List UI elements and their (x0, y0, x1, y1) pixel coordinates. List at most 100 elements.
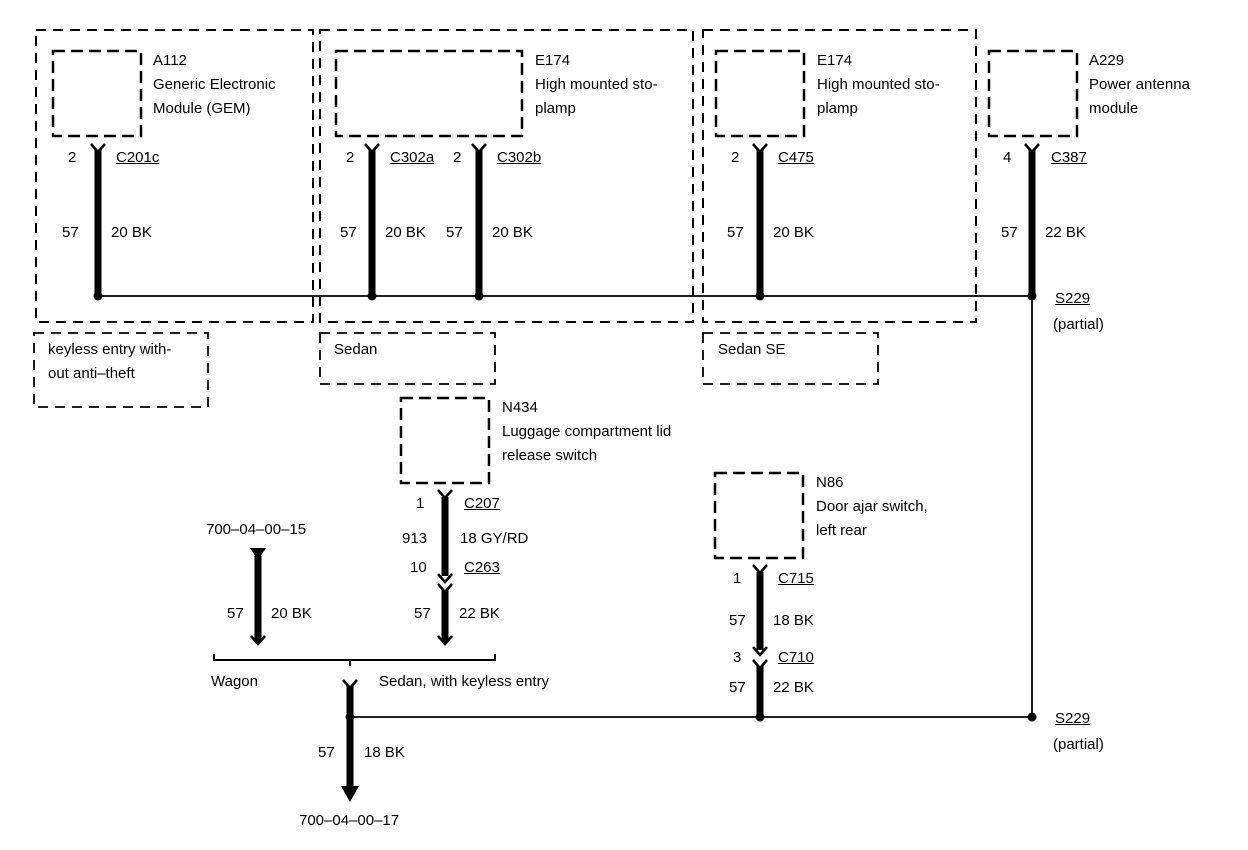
option-boundary-sedan-se (702, 29, 977, 323)
splice-dot (1027, 291, 1037, 301)
module-label-a112: A112 Generic Electronic Module (GEM) (153, 49, 276, 121)
connector-chevron (1024, 143, 1040, 154)
wire-spec: 20 BK (385, 224, 426, 241)
module-box-n86 (713, 471, 805, 560)
pin-number: 2 (68, 149, 77, 166)
module-id: N86 (816, 474, 844, 491)
connector-id: C302a (390, 149, 435, 166)
pin-number: 1 (733, 570, 742, 587)
option-label-wagon: Wagon (211, 673, 258, 690)
module-box-e174-sedan (334, 49, 524, 138)
option-line2: out anti–theft (48, 365, 135, 382)
option-box-keyless (33, 332, 209, 408)
connector-chevron (752, 143, 768, 154)
splice-label-bottom: S229 (1055, 710, 1091, 727)
circuit-number: 57 (729, 612, 746, 629)
circuit-number: 57 (227, 605, 244, 622)
option-label-sedan-keyless: Sedan, with keyless entry (379, 673, 550, 690)
connector-chevron (342, 679, 358, 690)
option-bracket (213, 654, 496, 666)
pin-number: 2 (346, 149, 355, 166)
pin-number: 3 (733, 649, 742, 666)
connector-id: C302b (497, 149, 542, 166)
module-label-e174-se: E174 High mounted sto- plamp (817, 49, 940, 121)
junction-dot (474, 291, 484, 301)
module-label-n434: N434 Luggage compartment lid release swi… (502, 396, 671, 468)
module-label-n86: N86 Door ajar switch, left rear (816, 471, 928, 543)
option-label-sedan-se: Sedan SE (718, 341, 786, 358)
connector-chevron (752, 646, 768, 657)
option-line1: keyless entry with- (48, 341, 172, 358)
wire-spec: 20 BK (271, 605, 312, 622)
module-desc-line2: plamp (817, 100, 858, 117)
wire-spec: 22 BK (459, 605, 500, 622)
circuit-number: 913 (402, 530, 428, 547)
connector-chevron (437, 635, 453, 646)
splice-note-bottom: (partial) (1053, 736, 1104, 753)
connector-id: C263 (464, 559, 500, 576)
connector-chevron (752, 659, 768, 670)
option-box-sedan (319, 332, 496, 385)
pin-number: 10 (410, 559, 427, 576)
connector-chevron (437, 573, 453, 584)
module-id: N434 (502, 399, 538, 416)
splice-dot (1027, 712, 1037, 722)
junction-dot (755, 712, 765, 722)
module-box-a112 (51, 49, 143, 138)
module-id: A229 (1089, 52, 1125, 69)
junction-dot (345, 712, 355, 722)
module-desc-line2: release switch (502, 447, 598, 464)
option-boundary-sedan (319, 29, 694, 323)
option-label-sedan: Sedan (334, 341, 378, 358)
connector-id: C201c (116, 149, 160, 166)
junction-dot (93, 291, 103, 301)
module-desc-line1: Generic Electronic (153, 76, 276, 93)
module-desc-line1: Luggage compartment lid (502, 423, 672, 440)
circuit-number: 57 (318, 744, 335, 761)
module-id: A112 (153, 52, 187, 69)
module-desc-line1: High mounted sto- (817, 76, 940, 93)
connector-id: C387 (1051, 149, 1087, 166)
output-arrow (341, 786, 359, 802)
output-reference: 700–04–00–17 (299, 812, 400, 829)
connector-chevron (250, 635, 266, 646)
option-label-keyless: keyless entry with- out anti–theft (48, 338, 171, 386)
connector-chevron (437, 489, 453, 500)
module-desc-line2: Module (GEM) (153, 100, 251, 117)
pin-number: 1 (416, 495, 425, 512)
connector-chevron (90, 143, 106, 154)
splice-label-top: S229 (1055, 290, 1091, 307)
pin-number: 2 (453, 149, 462, 166)
circuit-number: 57 (414, 605, 431, 622)
connector-chevron (471, 143, 487, 154)
connector-id: C715 (778, 570, 814, 587)
pin-number: 2 (731, 149, 740, 166)
feed-triangle (250, 548, 266, 560)
module-desc-line2: plamp (535, 100, 576, 117)
wire-spec: 22 BK (773, 679, 814, 696)
module-desc-line1: Power antenna (1089, 76, 1190, 93)
wire-spec: 18 BK (773, 612, 814, 629)
wire-spec: 20 BK (773, 224, 814, 241)
connector-id: C710 (778, 649, 814, 666)
junction-dot (755, 291, 765, 301)
junction-dot (367, 291, 377, 301)
connector-id: C207 (464, 495, 500, 512)
pin-number: 4 (1003, 149, 1012, 166)
wire-spec: 20 BK (492, 224, 533, 241)
module-label-a229: A229 Power antenna module (1089, 49, 1190, 121)
module-label-e174-sedan: E174 High mounted sto- plamp (535, 49, 658, 121)
feed-reference: 700–04–00–15 (206, 521, 307, 538)
wire-spec: 20 BK (111, 224, 152, 241)
circuit-number: 57 (729, 679, 746, 696)
connector-id: C475 (778, 149, 814, 166)
wire-spec: 18 BK (364, 744, 405, 761)
option-boundary-keyless (35, 29, 314, 323)
circuit-number: 57 (446, 224, 463, 241)
module-desc-line1: Door ajar switch, (816, 498, 928, 515)
module-id: E174 (535, 52, 571, 69)
module-desc-line2: module (1089, 100, 1139, 117)
splice-note-top: (partial) (1053, 316, 1104, 333)
module-desc-line1: High mounted sto- (535, 76, 658, 93)
